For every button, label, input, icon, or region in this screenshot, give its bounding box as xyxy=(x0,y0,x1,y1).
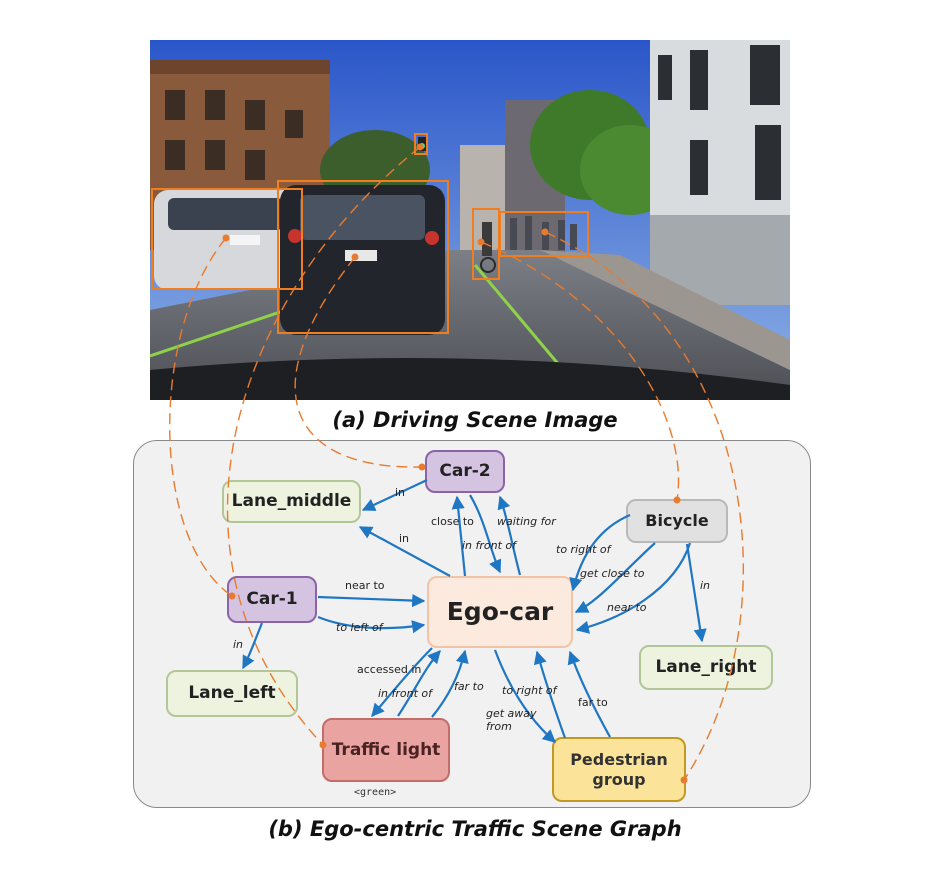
edge-car1-lane-left xyxy=(242,622,264,670)
edge-bicycle-ego-near xyxy=(575,542,692,634)
bicycle-wheel xyxy=(480,257,496,273)
node-car-2: Car-2 xyxy=(425,450,505,493)
edge-ego-lane-middle xyxy=(358,526,451,577)
edge-label-ped-ego-right: to right of xyxy=(502,684,557,697)
edge-label-ped-ego-far: far to xyxy=(578,696,608,709)
edge-label-traffic-ego-far: far to xyxy=(454,680,484,693)
edge-label-car2-ego-waiting: waiting for xyxy=(497,515,556,528)
node-lane-left: Lane_left xyxy=(166,670,298,717)
link-traffic-light xyxy=(226,146,421,746)
edge-label-ego-lane-middle: in xyxy=(399,532,410,545)
node-car-1: Car-1 xyxy=(227,576,317,623)
edge-label-ego-ped-away: get away from xyxy=(486,707,537,733)
edge-label-bicycle-ego-near: near to xyxy=(607,601,647,614)
edge-bicycle-ego-close xyxy=(574,542,656,613)
edge-car1-ego-near xyxy=(317,593,426,608)
edge-ego-car2-waiting xyxy=(497,495,522,576)
edge-car2-lane-middle xyxy=(361,479,428,511)
edge-ego-car2-close xyxy=(451,495,467,577)
edge-label-bicycle-ego-close: get close to xyxy=(580,567,645,580)
edge-traffic-ego-far xyxy=(431,649,469,718)
edge-bicycle-lane-right xyxy=(685,543,707,643)
edge-car2-ego-front xyxy=(469,494,502,574)
node-ego-car: Ego-car xyxy=(427,576,573,648)
edge-label-ego-car2-front: in front of xyxy=(462,539,517,552)
edge-ped-ego-right xyxy=(533,650,567,739)
edge-car1-ego-left xyxy=(317,615,426,634)
traffic-light-state: <green> xyxy=(354,787,397,798)
node-lane-middle: Lane_middle xyxy=(222,480,361,523)
link-car2 xyxy=(294,256,423,468)
driving-scene-image xyxy=(150,40,790,400)
node-traffic-light: Traffic light xyxy=(322,718,450,782)
edge-label-ego-car2-close: close to xyxy=(431,515,474,528)
image-caption: (a) Driving Scene Image xyxy=(332,408,618,432)
link-pedestrian xyxy=(544,231,745,781)
node-pedestrian-group: Pedestrian group xyxy=(552,737,686,802)
edge-ego-ped-away xyxy=(493,649,556,743)
edge-label-traffic-ego-front: in front of xyxy=(378,687,433,700)
edge-label-car2-lane-middle: in xyxy=(395,486,406,499)
edge-ped-ego-far xyxy=(567,650,611,738)
edge-ego-traffic-accessed xyxy=(371,647,433,718)
edge-label-ego-traffic-accessed: accessed in xyxy=(357,663,422,676)
link-car1 xyxy=(169,237,233,597)
edge-label-car1-ego-near: near to xyxy=(345,579,385,592)
edge-label-car1-lane-left: in xyxy=(233,638,244,651)
graph-caption: (b) Ego-centric Traffic Scene Graph xyxy=(268,817,682,841)
edge-label-bicycle-ego-right: to right of xyxy=(556,543,611,556)
bounding-boxes xyxy=(151,133,589,334)
node-bicycle: Bicycle xyxy=(626,499,728,543)
link-bicycle xyxy=(480,241,680,501)
lane-line-right xyxy=(473,264,572,379)
edge-label-car1-ego-left: to left of xyxy=(336,621,383,634)
edge-bicycle-ego-right xyxy=(569,513,631,592)
edge-traffic-ego-front xyxy=(397,650,441,717)
edge-label-bicycle-lane-right: in xyxy=(700,579,711,592)
